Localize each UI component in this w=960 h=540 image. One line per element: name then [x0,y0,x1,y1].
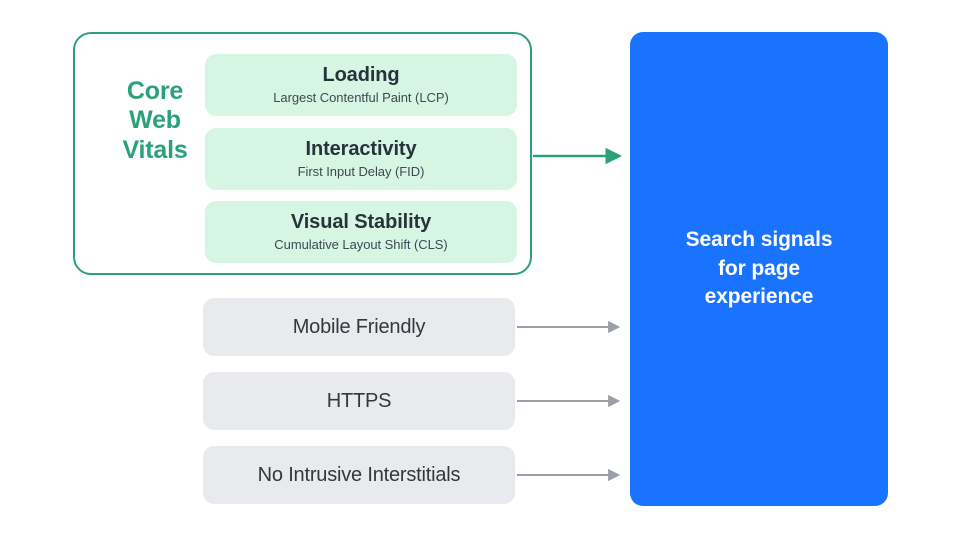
vital-title: Loading [322,63,400,86]
vital-subtitle: Cumulative Layout Shift (CLS) [274,236,448,252]
search-signals-label: Search signals for page experience [685,227,833,309]
signal-label: HTTPS [326,389,392,412]
signal-card-no-intrusive-interstitials[interactable]: No Intrusive Interstitials [203,446,515,504]
vital-card-interactivity[interactable]: Interactivity First Input Delay (FID) [205,128,517,190]
signal-card-mobile-friendly[interactable]: Mobile Friendly [203,298,515,356]
search-signals-box[interactable]: Search signals for page experience [630,32,888,506]
vital-title: Visual Stability [290,210,432,233]
signal-label: Mobile Friendly [292,315,426,338]
vital-title: Interactivity [305,137,417,160]
vital-subtitle: Largest Contentful Paint (LCP) [273,89,449,105]
core-web-vitals-group: Core Web Vitals Loading Largest Contentf… [73,32,532,275]
vital-card-visual-stability[interactable]: Visual Stability Cumulative Layout Shift… [205,201,517,263]
vital-card-loading[interactable]: Loading Largest Contentful Paint (LCP) [205,54,517,116]
vital-subtitle: First Input Delay (FID) [297,163,425,179]
core-web-vitals-group-label: Core Web Vitals [122,77,188,164]
signal-card-https[interactable]: HTTPS [203,372,515,430]
signal-label: No Intrusive Interstitials [257,463,461,486]
